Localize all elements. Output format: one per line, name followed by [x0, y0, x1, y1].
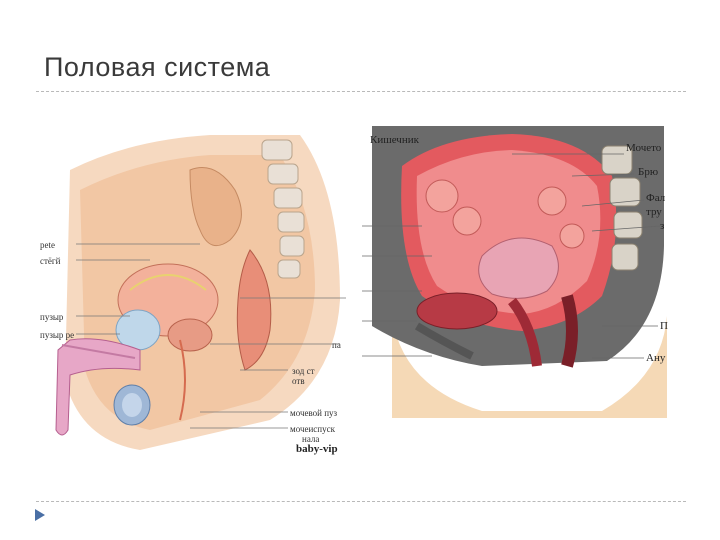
- male-label-5: па: [332, 340, 341, 350]
- female-anatomy-figure: Кишечник Мочето Брю Фал тру з П Ану: [362, 126, 672, 418]
- female-label-4: Фал: [646, 192, 666, 204]
- footer-divider: [36, 501, 686, 502]
- female-label-2: Мочето: [626, 142, 662, 154]
- male-anatomy-illustration: [55, 135, 346, 450]
- female-label-8: Ану: [646, 352, 666, 364]
- male-label-4: пузыр ре: [40, 330, 75, 340]
- male-label-8: мочевой пуз: [290, 408, 338, 418]
- female-label-6: з: [660, 220, 665, 232]
- male-label-6: зод ст: [292, 366, 315, 376]
- female-label-7: П: [660, 320, 668, 332]
- male-label-9: мочеиспуск: [290, 424, 335, 434]
- male-label-7: отв: [292, 376, 305, 386]
- male-label-2: стёгй: [40, 256, 61, 266]
- female-label-3: Брю: [638, 166, 659, 178]
- slide-title: Половая система: [44, 52, 271, 82]
- male-label-3: пузыр: [40, 312, 64, 322]
- male-label-1: pete: [40, 240, 55, 250]
- female-label-1: Кишечник: [370, 134, 419, 146]
- female-label-5: тру: [646, 206, 662, 218]
- male-label-10: нала: [302, 434, 320, 444]
- triangle-bullet-icon: [34, 508, 46, 527]
- title-divider: [36, 91, 686, 92]
- female-anatomy-illustration: [362, 126, 667, 418]
- male-anatomy-figure: pete стёгй пузыр пузыр ре па зод ст отв …: [40, 130, 348, 460]
- watermark: baby-vip: [296, 443, 338, 455]
